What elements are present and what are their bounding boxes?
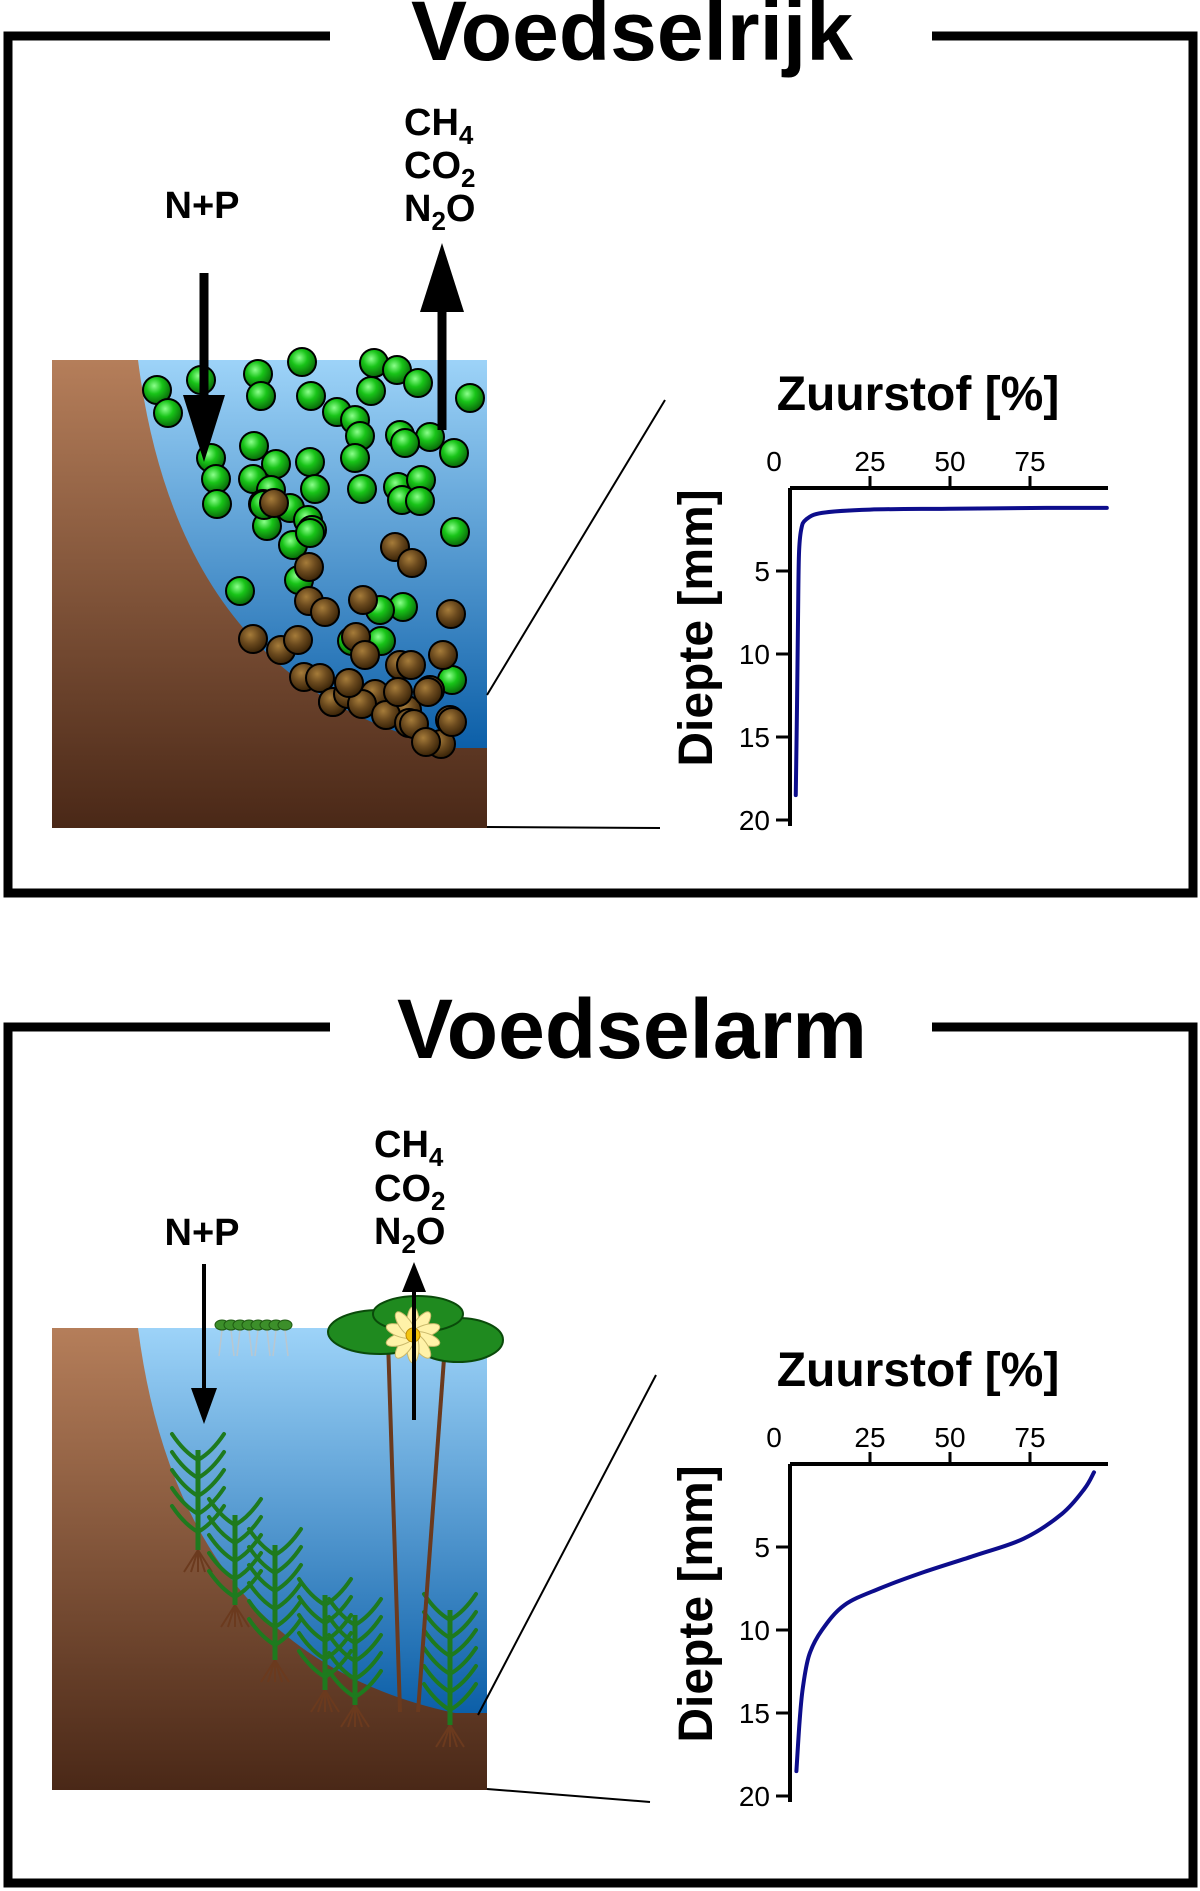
oxygen-profile-chart: Zuurstof [%] Diepte [mm] 0 25 50 75 5 10 15 20 bbox=[670, 1344, 1108, 1812]
y-tick-label: 10 bbox=[739, 639, 770, 670]
panel-voedselrijk: Voedselrijk N+P CH4 CO2 N2O Zuurstof [%]… bbox=[3, 0, 1198, 898]
y-tick-label: 5 bbox=[754, 1532, 770, 1563]
gas-label-co2: CO2 bbox=[404, 145, 475, 193]
dead-algae bbox=[383, 677, 413, 707]
panel-frame bbox=[3, 31, 1198, 898]
algae-particles bbox=[142, 347, 485, 759]
submerged-plant bbox=[170, 1432, 226, 1573]
dead-algae bbox=[397, 548, 427, 578]
y-axis-title: Diepte [mm] bbox=[670, 489, 723, 766]
dead-algae bbox=[436, 599, 466, 629]
x-tick-label: 0 bbox=[766, 1422, 782, 1453]
dead-algae bbox=[334, 668, 364, 698]
zoom-line-top bbox=[486, 399, 666, 696]
gas-label-n2o: N2O bbox=[404, 188, 475, 236]
y-tick-label: 10 bbox=[739, 1615, 770, 1646]
living-algae bbox=[246, 381, 276, 411]
zoom-line-bottom bbox=[486, 1788, 651, 1803]
gas-emission-labels: CH4 CO2 N2O bbox=[404, 102, 475, 236]
panel-title: Voedselrijk bbox=[411, 0, 853, 78]
living-algae bbox=[239, 431, 269, 461]
gas-emission-arrow bbox=[420, 243, 464, 430]
living-algae bbox=[356, 376, 386, 406]
gas-label-co2: CO2 bbox=[374, 1168, 445, 1216]
y-tick-label: 15 bbox=[739, 722, 770, 753]
living-algae bbox=[455, 383, 485, 413]
dead-algae bbox=[413, 677, 443, 707]
living-algae bbox=[439, 438, 469, 468]
living-algae bbox=[300, 474, 330, 504]
living-algae bbox=[390, 428, 420, 458]
x-axis-title: Zuurstof [%] bbox=[777, 368, 1060, 421]
panel-title: Voedselarm bbox=[397, 982, 867, 1076]
panel-voedselarm: Voedselarm N+P CH4 CO2 N2O bbox=[3, 982, 1198, 1888]
lake-cross-section bbox=[52, 347, 487, 828]
oxygen-curve bbox=[794, 1470, 1096, 1774]
y-tick-label: 20 bbox=[739, 805, 770, 836]
dead-algae bbox=[294, 552, 324, 582]
living-algae bbox=[202, 489, 232, 519]
living-algae bbox=[347, 474, 377, 504]
x-tick-label: 50 bbox=[934, 1422, 965, 1453]
gas-label-ch4: CH4 bbox=[404, 102, 474, 150]
living-algae bbox=[295, 518, 325, 548]
x-tick-label: 25 bbox=[854, 446, 885, 477]
water-lily bbox=[327, 1295, 504, 1713]
dead-algae bbox=[238, 624, 268, 654]
gas-emission-labels: CH4 CO2 N2O bbox=[374, 1124, 445, 1259]
x-tick-label: 75 bbox=[1014, 446, 1045, 477]
lake-cross-section bbox=[52, 1295, 504, 1790]
x-tick-label: 0 bbox=[766, 446, 782, 477]
dead-algae bbox=[396, 650, 426, 680]
submerged-plant bbox=[327, 1597, 383, 1728]
living-algae bbox=[403, 368, 433, 398]
nutrient-input-arrow bbox=[191, 1264, 217, 1424]
gas-emission-arrow bbox=[402, 1262, 426, 1420]
dead-algae bbox=[310, 597, 340, 627]
living-algae bbox=[405, 486, 435, 516]
nutrient-input-arrow bbox=[183, 273, 225, 462]
dead-algae bbox=[350, 640, 380, 670]
nutrient-input-label: N+P bbox=[165, 1212, 240, 1254]
submerged-plant bbox=[247, 1527, 303, 1683]
x-tick-label: 75 bbox=[1014, 1422, 1045, 1453]
living-algae bbox=[201, 464, 231, 494]
submerged-plants bbox=[170, 1432, 478, 1748]
submerged-plant bbox=[207, 1497, 263, 1628]
zoom-line-top bbox=[477, 1374, 657, 1716]
y-tick-label: 20 bbox=[739, 1781, 770, 1812]
x-tick-label: 25 bbox=[854, 1422, 885, 1453]
y-tick-label: 15 bbox=[739, 1698, 770, 1729]
x-tick-label: 50 bbox=[934, 446, 965, 477]
living-algae bbox=[153, 398, 183, 428]
living-algae bbox=[295, 447, 325, 477]
dead-algae bbox=[428, 640, 458, 670]
oxygen-profile-chart: Zuurstof [%] Diepte [mm] 0 25 50 75 5 10 15 20 bbox=[670, 368, 1109, 836]
water-body bbox=[138, 1328, 487, 1713]
dead-algae bbox=[348, 585, 378, 615]
panel-frame bbox=[3, 1022, 1198, 1888]
y-tick-label: 5 bbox=[754, 556, 770, 587]
living-algae bbox=[440, 517, 470, 547]
dead-algae bbox=[283, 625, 313, 655]
nutrient-input-label: N+P bbox=[165, 185, 240, 227]
gas-label-n2o: N2O bbox=[374, 1211, 445, 1259]
floating-plants bbox=[214, 1319, 293, 1357]
living-algae bbox=[287, 347, 317, 377]
zoom-line-bottom bbox=[486, 826, 661, 829]
dead-algae bbox=[259, 488, 289, 518]
living-algae bbox=[340, 443, 370, 473]
gas-label-ch4: CH4 bbox=[374, 1124, 444, 1172]
oxygen-curve bbox=[793, 505, 1109, 798]
dead-algae bbox=[411, 727, 441, 757]
dead-algae bbox=[305, 663, 335, 693]
dead-algae bbox=[437, 707, 467, 737]
x-axis-title: Zuurstof [%] bbox=[777, 1344, 1060, 1397]
living-algae bbox=[225, 576, 255, 606]
living-algae bbox=[296, 381, 326, 411]
y-axis-title: Diepte [mm] bbox=[670, 1465, 723, 1742]
